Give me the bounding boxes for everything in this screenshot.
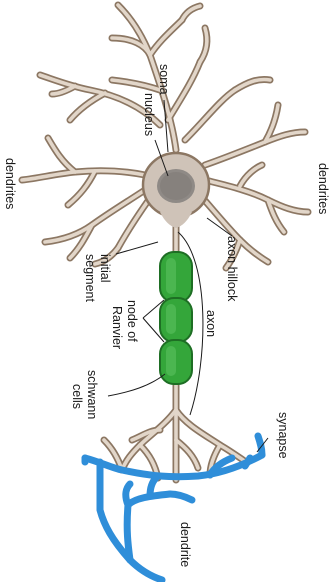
- schwann-cells: [160, 252, 192, 384]
- label-axon-hillock: axon hillock: [225, 236, 239, 302]
- label-node-of-ranvier-1: node of: [125, 300, 139, 342]
- label-dendrite-bottom: dendrite: [178, 522, 192, 567]
- label-initial-segment-2: segment: [83, 254, 97, 302]
- soma: [143, 153, 209, 228]
- label-dendrites-left: dendrites: [3, 158, 17, 209]
- label-node-of-ranvier-2: Ranvier: [110, 306, 124, 349]
- label-initial-segment-1: initial: [98, 254, 112, 283]
- label-schwann-cells-1: schwann: [85, 370, 99, 419]
- label-synapse: synapse: [276, 412, 290, 459]
- label-dendrites-right: dendrites: [316, 163, 330, 214]
- label-soma: soma: [157, 64, 171, 95]
- label-schwann-cells-2: cells: [70, 384, 84, 409]
- label-axon: axon: [204, 310, 218, 337]
- label-nucleus: nucleus: [142, 93, 156, 136]
